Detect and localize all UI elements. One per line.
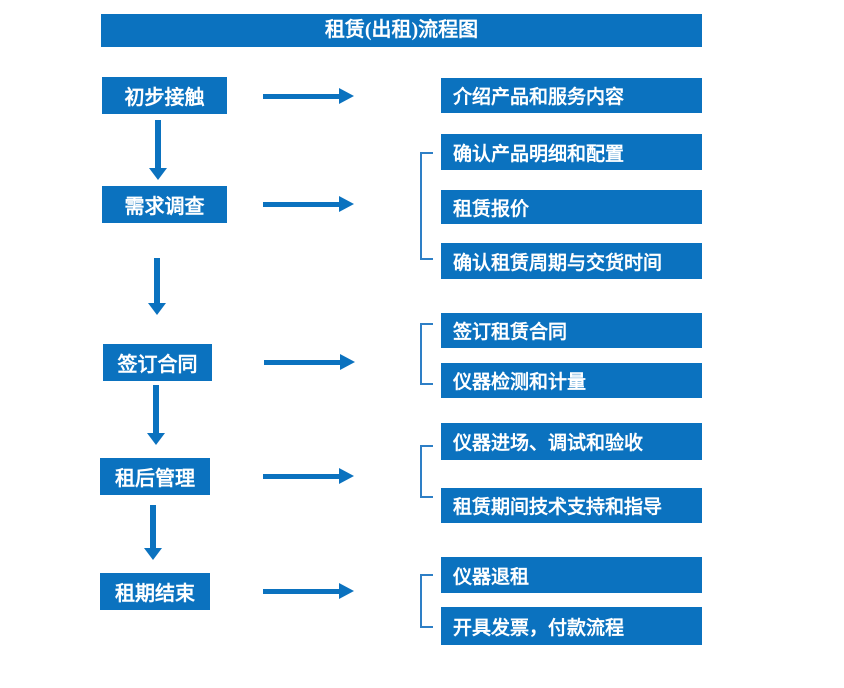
group-bracket bbox=[420, 445, 433, 498]
stage-box-demand-survey: 需求调查 bbox=[102, 186, 227, 223]
arrow-shaft bbox=[264, 359, 340, 365]
arrow-head bbox=[149, 168, 167, 180]
detail-box: 租赁报价 bbox=[441, 190, 702, 224]
arrow-head bbox=[339, 88, 354, 104]
arrow-head bbox=[339, 468, 354, 484]
group-bracket bbox=[420, 323, 433, 385]
arrow-shaft bbox=[155, 120, 161, 168]
group-bracket bbox=[420, 574, 433, 628]
arrow-shaft bbox=[153, 385, 159, 433]
stage-box-sign-contract: 签订合同 bbox=[103, 344, 212, 381]
flow-arrow-down-icon bbox=[144, 505, 162, 560]
group-bracket bbox=[420, 152, 433, 260]
stage-box-post-rental-management: 租后管理 bbox=[100, 458, 210, 495]
arrow-head bbox=[339, 583, 354, 599]
stage-box-rental-end: 租期结束 bbox=[100, 573, 210, 610]
detail-box: 确认租赁周期与交货时间 bbox=[441, 243, 702, 279]
arrow-shaft bbox=[263, 201, 339, 207]
detail-box: 仪器退租 bbox=[441, 557, 702, 593]
detail-box: 介绍产品和服务内容 bbox=[441, 78, 702, 113]
arrow-shaft bbox=[263, 473, 339, 479]
detail-box: 租赁期间技术支持和指导 bbox=[441, 488, 702, 523]
arrow-shaft bbox=[150, 505, 156, 548]
detail-box: 确认产品明细和配置 bbox=[441, 134, 702, 170]
flow-arrow-right-icon bbox=[264, 354, 355, 370]
arrow-shaft bbox=[263, 93, 339, 99]
arrow-shaft bbox=[263, 588, 339, 594]
arrow-head bbox=[339, 196, 354, 212]
detail-box: 签订租赁合同 bbox=[441, 313, 702, 348]
arrow-head bbox=[147, 433, 165, 445]
detail-box: 仪器进场、调试和验收 bbox=[441, 423, 702, 460]
flow-arrow-right-icon bbox=[263, 468, 354, 484]
detail-box: 仪器检测和计量 bbox=[441, 363, 702, 398]
arrow-head bbox=[148, 303, 166, 315]
diagram-title: 租赁(出租)流程图 bbox=[101, 14, 702, 47]
flow-arrow-down-icon bbox=[149, 120, 167, 180]
arrow-shaft bbox=[154, 258, 160, 303]
arrow-head bbox=[340, 354, 355, 370]
arrow-head bbox=[144, 548, 162, 560]
flow-arrow-down-icon bbox=[148, 258, 166, 315]
stage-box-initial-contact: 初步接触 bbox=[102, 77, 227, 114]
detail-box: 开具发票，付款流程 bbox=[441, 607, 702, 645]
flow-arrow-down-icon bbox=[147, 385, 165, 445]
flow-arrow-right-icon bbox=[263, 196, 354, 212]
flow-arrow-right-icon bbox=[263, 88, 354, 104]
flow-arrow-right-icon bbox=[263, 583, 354, 599]
